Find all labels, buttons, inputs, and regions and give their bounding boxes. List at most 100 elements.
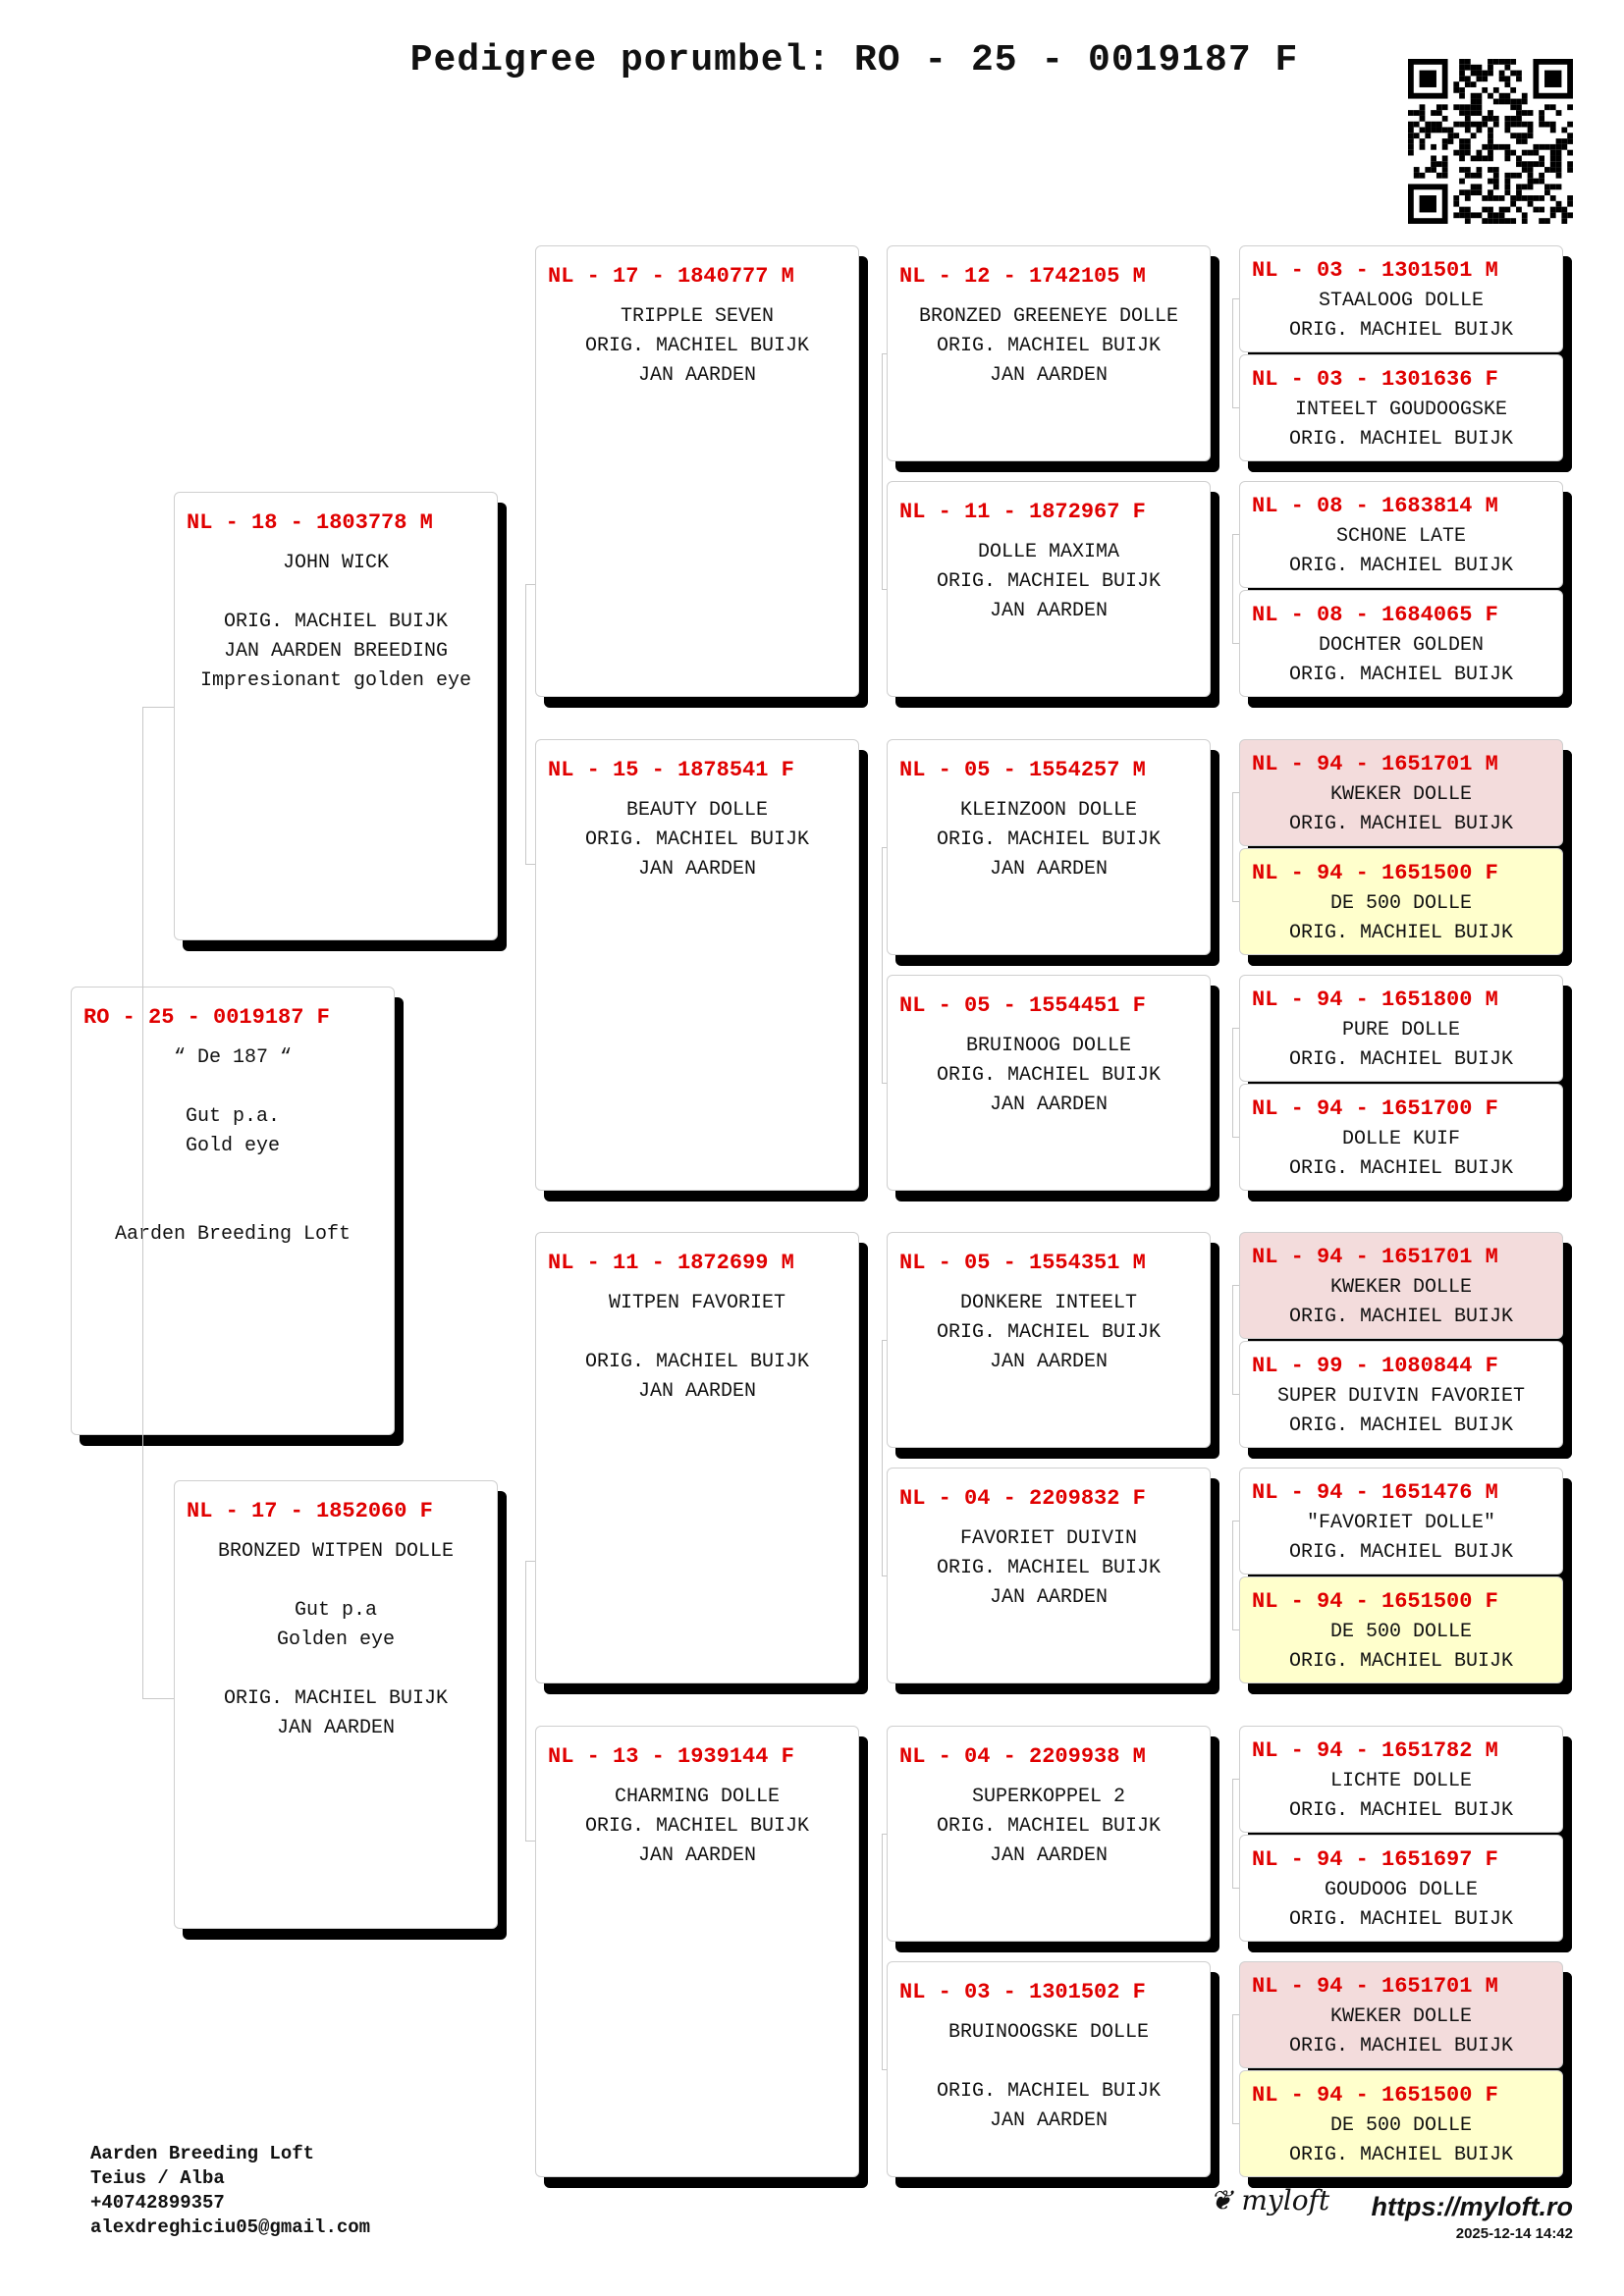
pigeon-details: FAVORIET DUIVIN ORIG. MACHIEL BUIJK JAN AA… xyxy=(888,1524,1210,1613)
detail-line: JAN AARDEN xyxy=(989,1586,1109,1609)
connector-line xyxy=(1232,2123,1239,2124)
ring-number: NL - 94 - 1651500 F xyxy=(1252,1589,1498,1614)
detail-line: JAN AARDEN xyxy=(276,1717,396,1739)
pigeon-card: NL - 12 - 1742105 M BRONZED GREENEYE DOLL… xyxy=(887,245,1211,461)
ring-number: NL - 12 - 1742105 M xyxy=(899,264,1146,289)
detail-line: BEAUTY DOLLE xyxy=(625,799,769,822)
ring-number: NL - 03 - 1301502 F xyxy=(899,1980,1146,2004)
detail-line: JAN AARDEN xyxy=(637,858,757,881)
connector-line xyxy=(882,1834,887,1835)
detail-line: ORIG. MACHIEL BUIJK xyxy=(936,570,1162,593)
detail-line: JAN AARDEN xyxy=(989,364,1109,387)
detail-line: ORIG. MACHIEL BUIJK xyxy=(936,1557,1162,1579)
owner-name: Aarden Breeding Loft xyxy=(90,2143,315,2164)
ring-number: NL - 94 - 1651800 M xyxy=(1252,988,1498,1012)
pigeon-logo-icon: ❦ xyxy=(1210,2184,1233,2216)
detail-line: ORIG. MACHIEL BUIJK xyxy=(1288,1908,1514,1931)
detail-line: JAN AARDEN xyxy=(637,364,757,387)
detail-line: ORIG. MACHIEL BUIJK xyxy=(1288,1799,1514,1822)
detail-line: DOLLE MAXIMA xyxy=(977,541,1120,563)
connector-line xyxy=(882,353,883,589)
detail-line: CHARMING DOLLE xyxy=(614,1786,781,1808)
detail-line: ORIG. MACHIEL BUIJK xyxy=(936,828,1162,851)
detail-line: DOLLE KUIF xyxy=(1341,1128,1461,1150)
pigeon-details: BRONZED GREENEYE DOLLE ORIG. MACHIEL BUIJ… xyxy=(888,302,1210,391)
detail-line: ORIG. MACHIEL BUIJK xyxy=(1288,428,1514,451)
detail-line: LICHTE DOLLE xyxy=(1329,1770,1473,1792)
pigeon-card: NL - 94 - 1651476 M"FAVORIET DOLLE"ORIG.… xyxy=(1239,1468,1563,1575)
ring-number: NL - 94 - 1651701 M xyxy=(1252,1974,1498,1999)
pigeon-details: KWEKER DOLLE ORIG. MACHIEL BUIJK xyxy=(1240,780,1562,839)
detail-line xyxy=(536,1318,858,1348)
detail-line: ORIG. MACHIEL BUIJK xyxy=(936,335,1162,357)
detail-line: ORIG. MACHIEL BUIJK xyxy=(1288,2144,1514,2166)
ring-number: NL - 17 - 1852060 F xyxy=(187,1499,433,1523)
connector-line xyxy=(1232,792,1239,793)
detail-line: PURE DOLLE xyxy=(1341,1019,1461,1041)
detail-line xyxy=(888,2048,1210,2077)
connector-line xyxy=(1232,1285,1239,1286)
detail-line: Aarden Breeding Loft xyxy=(114,1223,352,1246)
detail-line: ORIG. MACHIEL BUIJK xyxy=(936,1064,1162,1087)
owner-email: alexdreghiciu05@gmail.com xyxy=(90,2216,371,2238)
ring-number: NL - 03 - 1301501 M xyxy=(1252,258,1498,283)
connector-line xyxy=(1232,1285,1233,1394)
pigeon-details: DOLLE KUIF ORIG. MACHIEL BUIJK xyxy=(1240,1125,1562,1184)
detail-line: ORIG. MACHIEL BUIJK xyxy=(1288,813,1514,835)
ring-number: NL - 94 - 1651476 M xyxy=(1252,1480,1498,1505)
detail-line: ORIG. MACHIEL BUIJK xyxy=(584,828,810,851)
detail-line: KWEKER DOLLE xyxy=(1329,783,1473,806)
detail-line: FAVORIET DUIVIN xyxy=(959,1527,1138,1550)
detail-line: ORIG. MACHIEL BUIJK xyxy=(1288,2035,1514,2057)
detail-line: ORIG. MACHIEL BUIJK xyxy=(584,1351,810,1373)
detail-line: “ De 187 “ xyxy=(173,1046,293,1069)
detail-line xyxy=(72,1073,394,1102)
detail-line: ORIG. MACHIEL BUIJK xyxy=(936,1321,1162,1344)
detail-line: ORIG. MACHIEL BUIJK xyxy=(1288,1157,1514,1180)
connector-line xyxy=(1232,2014,1233,2123)
detail-line xyxy=(175,1567,497,1596)
pigeon-card: RO - 25 - 0019187 F“ De 187 “Gut p.a.Gol… xyxy=(71,987,395,1435)
connector-line xyxy=(1232,792,1233,901)
generated-timestamp: 2025-12-14 14:42 xyxy=(1455,2225,1573,2242)
ring-number: NL - 03 - 1301636 F xyxy=(1252,367,1498,392)
connector-line xyxy=(882,847,883,1083)
connector-line xyxy=(1232,1779,1233,1888)
connector-line xyxy=(882,1834,883,2069)
detail-line xyxy=(72,1191,394,1220)
detail-line: ORIG. MACHIEL BUIJK xyxy=(1288,555,1514,577)
detail-line: Gold eye xyxy=(185,1135,280,1157)
detail-line: ORIG. MACHIEL BUIJK xyxy=(1288,1048,1514,1071)
ring-number: NL - 04 - 2209938 M xyxy=(899,1744,1146,1769)
detail-line: KWEKER DOLLE xyxy=(1329,1276,1473,1299)
brand-url-link[interactable]: https://myloft.ro xyxy=(1371,2192,1573,2221)
connector-line xyxy=(525,864,535,865)
detail-line: ORIG. MACHIEL BUIJK xyxy=(223,611,449,633)
ring-number: NL - 04 - 2209832 F xyxy=(899,1486,1146,1511)
connector-line xyxy=(525,584,535,585)
pigeon-details: PURE DOLLE ORIG. MACHIEL BUIJK xyxy=(1240,1016,1562,1075)
detail-line: "FAVORIET DOLLE" xyxy=(1306,1512,1496,1534)
detail-line: SUPER DUIVIN FAVORIET xyxy=(1276,1385,1526,1408)
detail-line: BRONZED GREENEYE DOLLE xyxy=(918,305,1179,328)
connector-line xyxy=(882,589,887,590)
connector-line xyxy=(1232,643,1239,644)
ring-number: NL - 11 - 1872967 F xyxy=(899,500,1146,524)
detail-line: ORIG. MACHIEL BUIJK xyxy=(1288,664,1514,686)
